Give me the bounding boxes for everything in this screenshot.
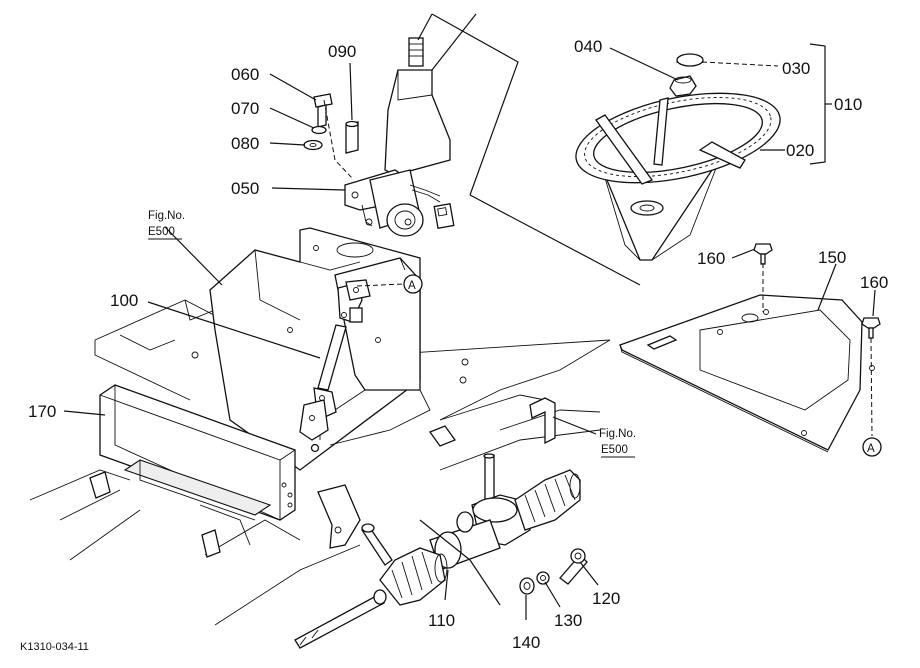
steering-gearbox-110 <box>294 453 581 649</box>
marker-a-circle-1 <box>403 274 423 294</box>
fig-ref-label-right: Fig.No. <box>599 428 636 440</box>
callout-070: 070 <box>231 99 259 118</box>
callout-140: 140 <box>512 633 540 652</box>
callout-100: 100 <box>110 291 138 310</box>
callout-160-left: 160 <box>697 249 725 268</box>
callout-130: 130 <box>554 611 582 630</box>
cross-member-170 <box>99 384 296 521</box>
fig-ref-number-right: E500 <box>601 444 628 456</box>
bolt-120-washers <box>519 548 588 595</box>
callout-110: 110 <box>428 611 455 630</box>
part-callouts: 060 070 080 090 050 100 170 040 030 010 … <box>28 37 888 652</box>
intermediate-shaft-100 <box>299 279 371 453</box>
callout-060: 060 <box>231 65 259 84</box>
bolt-washer-set <box>303 93 333 151</box>
floor-mat-150 <box>619 294 875 453</box>
marker-a-circle-2 <box>862 437 882 457</box>
fig-ref-label-left: Fig.No. <box>148 210 185 222</box>
callout-020: 020 <box>786 141 814 160</box>
callout-010: 010 <box>834 95 862 114</box>
drawing-code: K1310-034-11 <box>20 641 89 653</box>
marker-a-2: A <box>867 443 875 455</box>
leader-lines <box>63 13 876 620</box>
callout-040: 040 <box>574 37 602 56</box>
connection-markers: A A <box>403 274 882 457</box>
spacer-090 <box>345 120 359 154</box>
figure-references: Fig.No. E500 Fig.No. E500 <box>148 210 636 458</box>
chassis-frame <box>29 299 611 626</box>
screws-160 <box>753 243 881 339</box>
callout-080: 080 <box>231 134 259 153</box>
nut-cap-040-030 <box>669 53 704 97</box>
callout-030: 030 <box>782 59 810 78</box>
steering-wheel-020 <box>575 92 781 261</box>
callout-050: 050 <box>231 179 259 198</box>
fig-ref-number-left: E500 <box>148 226 175 238</box>
callout-150: 150 <box>818 248 846 267</box>
steering-column-050 <box>344 37 455 237</box>
callout-090: 090 <box>328 42 356 61</box>
callout-170: 170 <box>28 402 56 421</box>
callout-120: 120 <box>592 589 620 608</box>
marker-a-1: A <box>408 280 416 292</box>
callout-160-right: 160 <box>860 273 888 292</box>
